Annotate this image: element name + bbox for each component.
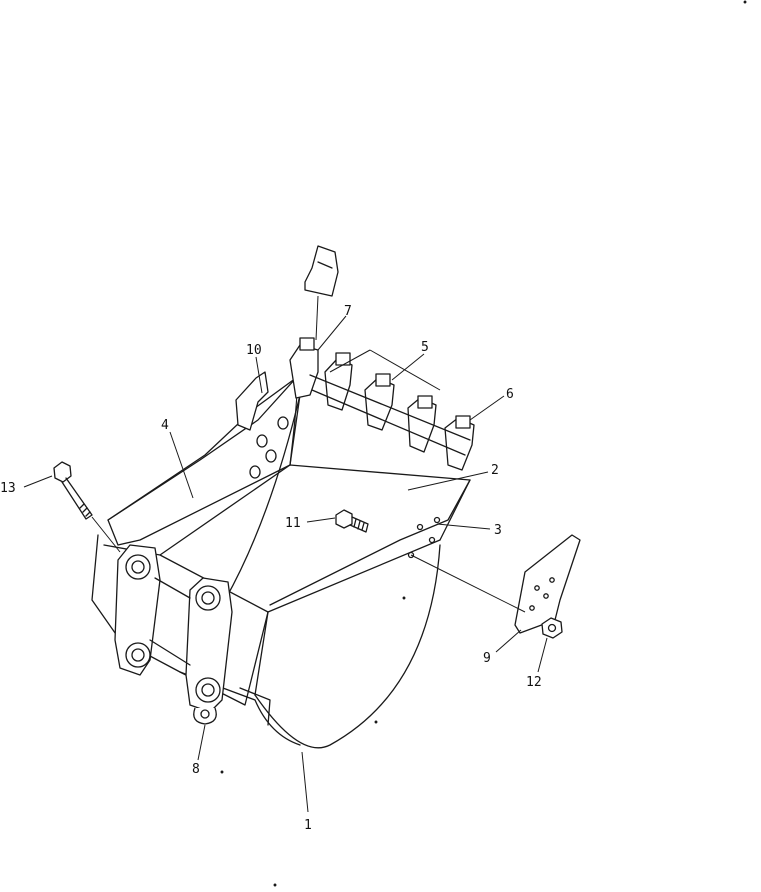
callout-4: 4 (161, 418, 169, 433)
bolt-13 (53, 461, 121, 553)
side-cutter-left (235, 371, 269, 431)
callout-5: 5 (421, 340, 429, 355)
bolt-11 (335, 509, 369, 533)
callout-9: 9 (483, 651, 491, 666)
tooth-point (304, 245, 339, 341)
scan-specks (220, 0, 747, 887)
callout-8: 8 (192, 762, 200, 777)
callout-2: 2 (491, 463, 499, 478)
tooth-pins (299, 337, 471, 429)
callout-7: 7 (344, 304, 352, 319)
callout-labels: 1 2 3 4 5 6 7 8 9 10 11 12 13 (0, 304, 542, 833)
callout-leaders (23, 315, 548, 813)
nut (541, 617, 563, 639)
hinge-brackets (114, 544, 233, 725)
side-cutter-right (410, 534, 581, 634)
callout-12: 12 (526, 675, 542, 690)
right-side-holes (407, 516, 441, 559)
left-side-holes (249, 416, 289, 479)
callout-3: 3 (494, 523, 502, 538)
callout-11: 11 (285, 516, 301, 531)
callout-13: 13 (0, 481, 16, 496)
callout-10: 10 (246, 343, 262, 358)
callout-6: 6 (506, 387, 514, 402)
tooth-adapters (289, 344, 475, 471)
callout-1: 1 (304, 818, 312, 833)
